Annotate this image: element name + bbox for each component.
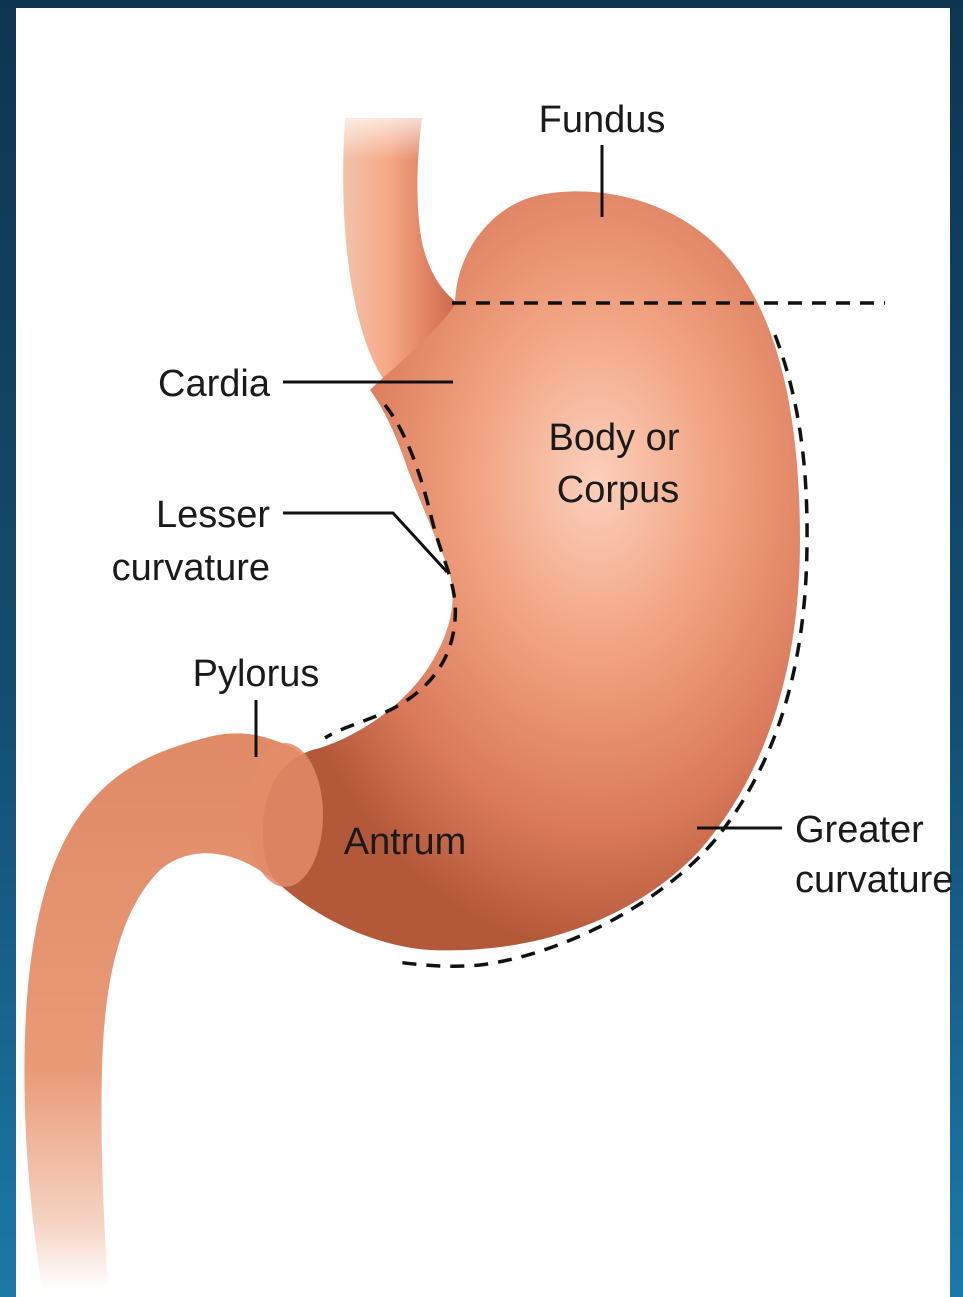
- body-label-line2: Corpus: [557, 469, 680, 511]
- antrum-label: Antrum: [344, 821, 466, 863]
- greater-curvature-label-line2: curvature: [795, 859, 953, 901]
- lesser-curvature-leader: [283, 513, 447, 572]
- lesser-curvature-label-line2: curvature: [112, 547, 270, 589]
- fundus-label: Fundus: [539, 99, 666, 141]
- cardia-label: Cardia: [158, 363, 271, 405]
- greater-curvature-label-line1: Greater: [795, 809, 924, 851]
- body-label-line1: Body or: [549, 417, 680, 459]
- pylorus-sphincter: [247, 743, 323, 887]
- lesser-curvature-label-line1: Lesser: [156, 494, 270, 536]
- esophagus-fade: [330, 100, 440, 160]
- pylorus-label: Pylorus: [193, 653, 320, 695]
